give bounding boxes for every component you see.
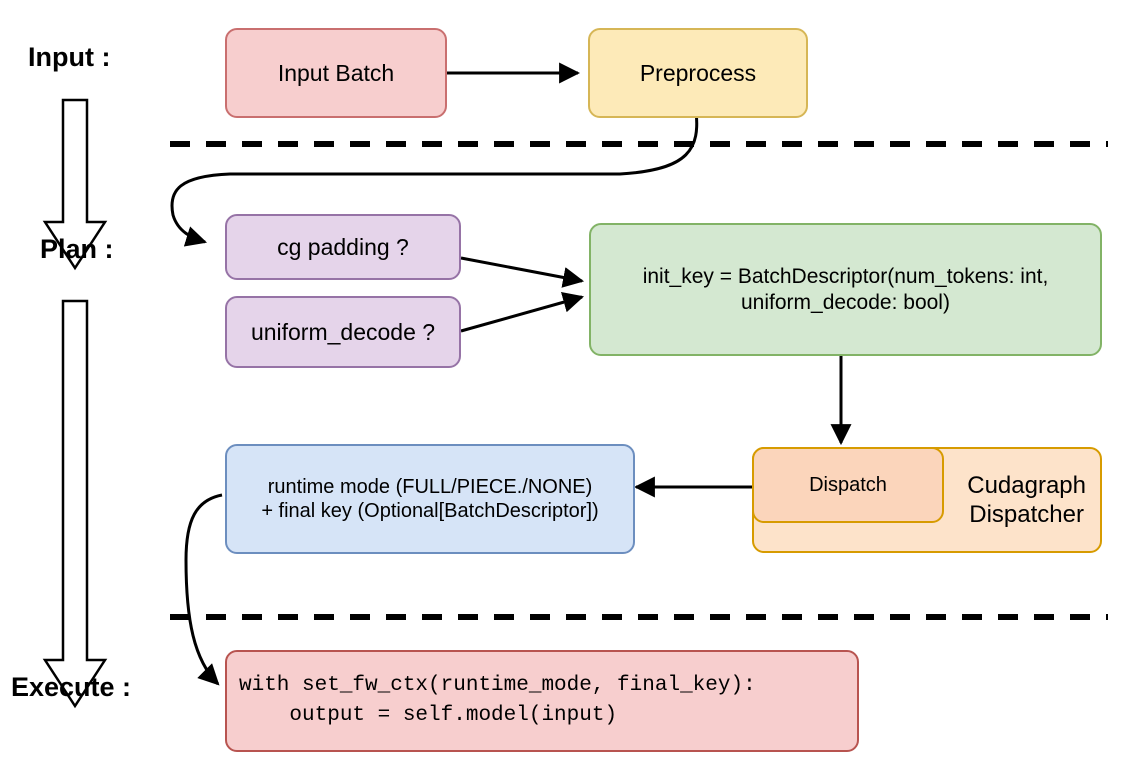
stage-label-input: Input :: [28, 42, 111, 72]
node-uniform-decode-label: uniform_decode ?: [250, 318, 436, 345]
stage-label-execute: Execute :: [11, 672, 132, 702]
node-runtime-mode-label: runtime mode (FULL/PIECE./NONE) + final …: [261, 475, 599, 522]
node-input-batch-label: Input Batch: [277, 59, 395, 86]
plan-to-execute-arrow: [42, 299, 108, 709]
edge-runtime-mode-to-execute-code: [184, 493, 223, 686]
edge-uniform-decode-to-init-key: [460, 292, 585, 333]
node-input-batch[interactable]: Input Batch: [225, 28, 447, 118]
node-cg-padding[interactable]: cg padding ?: [225, 214, 461, 280]
node-runtime-mode[interactable]: runtime mode (FULL/PIECE./NONE) + final …: [225, 444, 635, 554]
node-preprocess-label: Preprocess: [639, 59, 757, 86]
node-dispatch-label: Dispatch: [809, 473, 887, 496]
node-preprocess[interactable]: Preprocess: [588, 28, 808, 118]
node-execute-code[interactable]: with set_fw_ctx(runtime_mode, final_key)…: [225, 650, 859, 752]
node-cg-padding-label: cg padding ?: [277, 233, 409, 260]
node-dispatch[interactable]: Dispatch: [752, 447, 944, 523]
node-cudagraph-dispatcher-label: Cudagraph Dispatcher: [967, 471, 1086, 528]
stage-label-plan: Plan :: [40, 234, 114, 264]
node-init-key[interactable]: init_key = BatchDescriptor(num_tokens: i…: [589, 223, 1102, 356]
node-uniform-decode[interactable]: uniform_decode ?: [225, 296, 461, 368]
edge-cg-padding-to-init-key: [460, 256, 585, 288]
node-init-key-label: init_key = BatchDescriptor(num_tokens: i…: [642, 264, 1049, 314]
node-execute-code-label: with set_fw_ctx(runtime_mode, final_key)…: [239, 673, 756, 727]
